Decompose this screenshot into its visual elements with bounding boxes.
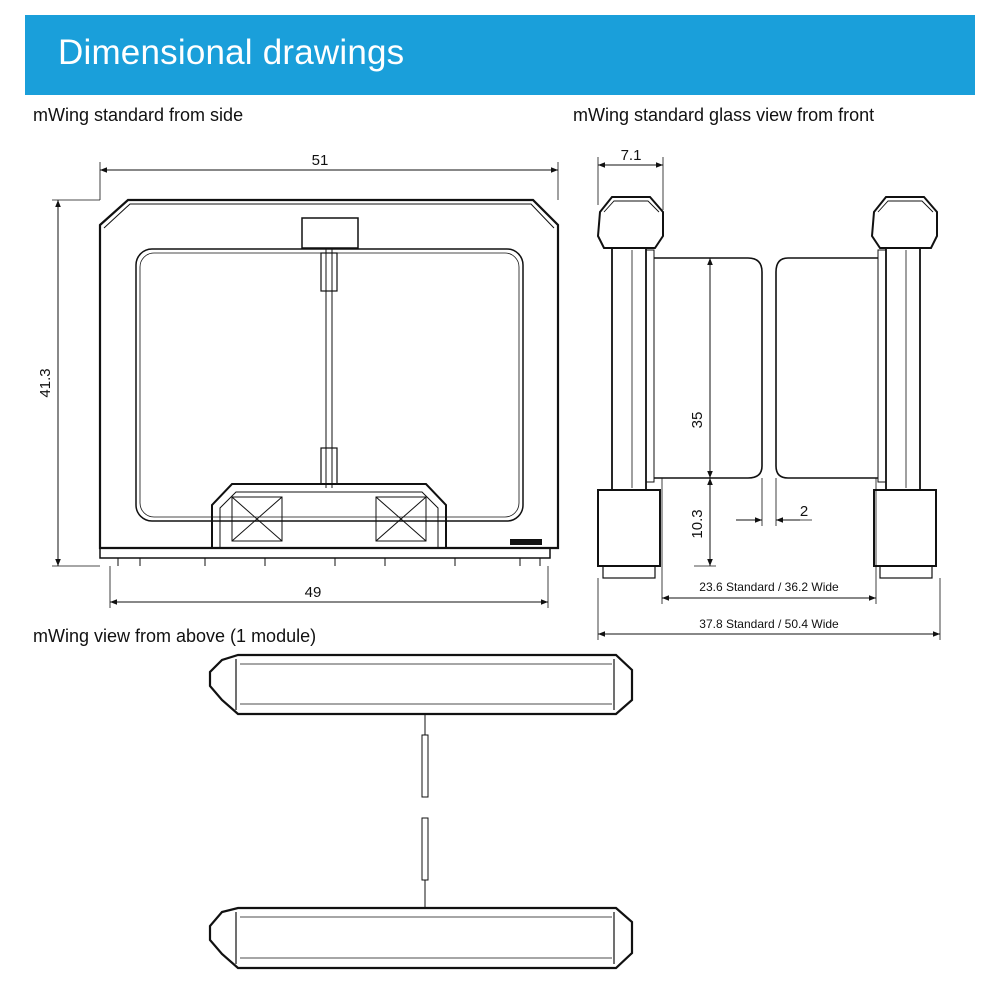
page-title: Dimensional drawings (58, 33, 405, 72)
dim-front-post-width: 7.1 (621, 147, 642, 164)
dim-side-height: 41.3 (37, 368, 54, 397)
front-view-title: mWing standard glass view from front (573, 105, 875, 125)
side-view-title: mWing standard from side (33, 105, 244, 125)
top-view-title: mWing view from above (1 module) (33, 626, 317, 646)
dim-side-width-top: 51 (312, 152, 329, 169)
dim-front-base-height: 10.3 (689, 509, 706, 538)
header-banner: Dimensional drawings (25, 15, 975, 95)
dim-front-gap: 2 (800, 503, 808, 520)
top-view-drawing (208, 653, 634, 970)
side-view-drawing (52, 162, 560, 608)
front-view-drawing (596, 157, 941, 640)
dim-front-outer-width: 37.8 Standard / 50.4 Wide (699, 617, 839, 631)
dim-front-glass-height: 35 (689, 412, 706, 429)
dim-side-width-bottom: 49 (305, 584, 322, 601)
dim-front-inner-width: 23.6 Standard / 36.2 Wide (699, 580, 839, 594)
